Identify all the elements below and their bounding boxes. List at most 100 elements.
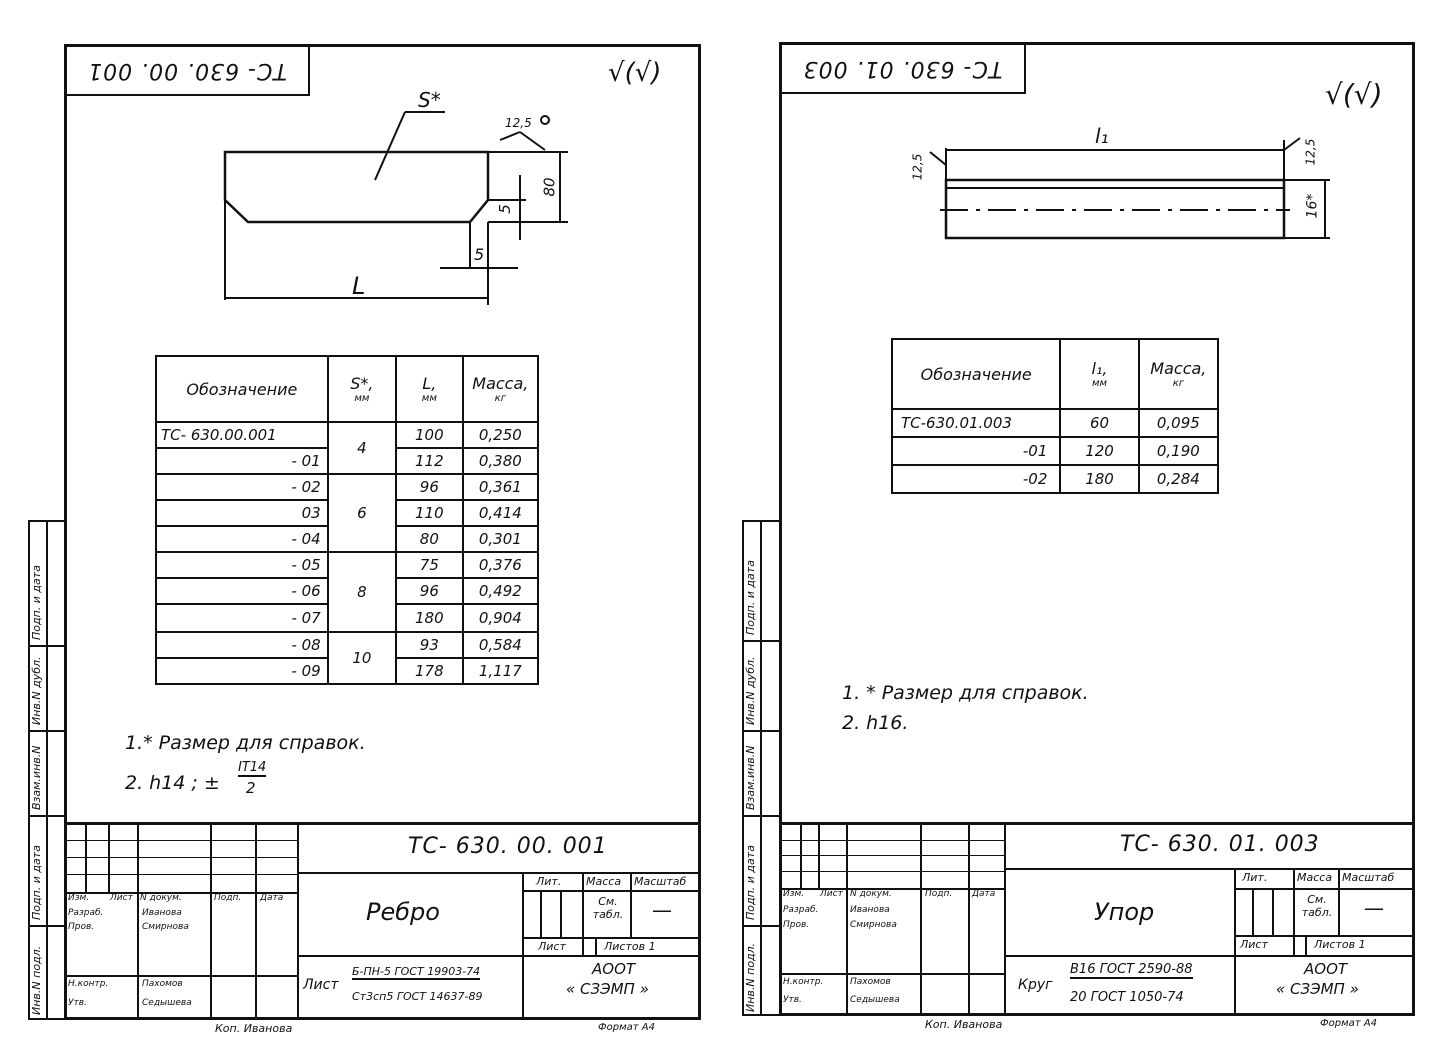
left-role-podp: Подп. [214, 893, 242, 903]
left-note-2-num: IT14 [238, 760, 267, 777]
left-name-nkontr: Пахомов [142, 979, 183, 989]
left-sm-tabl: См. табл. [592, 895, 624, 921]
right-sm-tabl: См. табл. [1301, 893, 1333, 919]
right-note-2: 2. h16. [842, 712, 909, 734]
left-copied: Коп. Иванова [215, 1022, 293, 1035]
left-role-razrab: Разраб. [68, 908, 104, 918]
left-listov-label: Листов 1 [604, 940, 656, 953]
header-designation: Обозначение [890, 338, 1062, 410]
right-listov-label: Листов 1 [1314, 938, 1366, 951]
right-part-name: Упор [1094, 898, 1155, 926]
right-dim-roughness-1: 12,5 [910, 153, 925, 181]
right-material-prefix: Круг [1018, 977, 1053, 993]
left-material-top: Б-ПН-5 ГОСТ 19903-74 [352, 965, 481, 980]
left-org-1: АООТ [592, 960, 636, 978]
right-name-prov: Смирнова [850, 920, 897, 930]
header-l: L,мм [395, 355, 464, 423]
right-dim-l1: l₁ [1095, 124, 1109, 148]
right-role-list: Лист [820, 889, 843, 899]
left-name-prov: Смирнова [142, 922, 189, 932]
right-name-utv: Седышева [850, 995, 900, 1005]
left-scale-dash: — [652, 898, 672, 922]
right-spec-table: Обозначение l₁,мм Масса,кг ТС-630.01.003… [890, 338, 1220, 494]
left-role-list: Лист [110, 893, 133, 903]
left-note-2-den: 2 [246, 779, 256, 797]
right-name-razrab: Иванова [850, 905, 890, 915]
right-role-utv: Утв. [783, 995, 802, 1005]
left-list-label: Лист [538, 940, 566, 953]
header-l1: l₁,мм [1059, 338, 1140, 410]
right-role-izm: Изм. [783, 889, 805, 899]
left-title-block [64, 822, 701, 1023]
right-role-podp: Подп. [925, 889, 953, 899]
header-mass: Масса,кг [1137, 338, 1220, 410]
right-corner-stamp: ТС- 630. 01. 003 [779, 42, 1026, 94]
right-role-ndok: N докум. [850, 889, 892, 899]
left-note-1: 1.* Размер для справок. [125, 732, 366, 754]
right-org-1: АООТ [1304, 960, 1348, 978]
left-role-izm: Изм. [68, 893, 90, 903]
right-scale-dash: — [1364, 896, 1384, 920]
left-dim-s: S* [418, 88, 441, 112]
right-sheet [779, 42, 1415, 1016]
left-role-nkontr: Н.контр. [68, 979, 109, 989]
right-role-nkontr: Н.контр. [783, 977, 824, 987]
right-lit-label: Лит. [1242, 871, 1268, 884]
right-name-nkontr: Пахомов [850, 977, 891, 987]
right-roughness-symbol: √(√) [1325, 78, 1383, 111]
left-dim-L: L [352, 272, 366, 300]
left-material-prefix: Лист [303, 977, 339, 993]
right-role-prov: Пров. [783, 920, 810, 930]
right-list-label: Лист [1240, 938, 1268, 951]
left-role-utv: Утв. [68, 998, 87, 1008]
right-role-data: Дата [972, 889, 996, 899]
left-corner-stamp: ТС- 630. 00. 001 [64, 44, 310, 96]
right-scale-label: Масштаб [1342, 871, 1395, 884]
left-spec-table: Обозначение S*,мм L,мм Масса,кг ТС- 630.… [155, 355, 540, 685]
left-role-prov: Пров. [68, 922, 95, 932]
left-scale-label: Масштаб [634, 875, 687, 888]
right-dim-diameter: 16* [1304, 193, 1321, 219]
left-designation: ТС- 630. 00. 001 [408, 834, 608, 859]
header-designation: Обозначение [155, 355, 329, 423]
right-copied: Коп. Иванова [925, 1018, 1003, 1031]
left-note-2: 2. h14 ; ± [125, 772, 220, 794]
header-s: S*,мм [326, 355, 398, 423]
right-dim-roughness-2: 12,5 [1303, 138, 1318, 166]
right-org-2: « СЗЭМП » [1276, 980, 1359, 998]
left-format: Формат А4 [598, 1022, 655, 1033]
right-format: Формат А4 [1320, 1018, 1377, 1029]
left-name-utv: Седышева [142, 998, 192, 1008]
right-mass-label: Масса [1297, 871, 1333, 884]
left-dim-roughness: 12,5 [505, 116, 532, 130]
right-title-block [779, 822, 1415, 1019]
left-mass-label: Масса [586, 875, 622, 888]
left-material-bottom: Ст3сп5 ГОСТ 14637-89 [352, 990, 483, 1003]
left-role-data: Дата [260, 893, 284, 903]
left-role-ndok: N докум. [140, 893, 182, 903]
right-role-razrab: Разраб. [783, 905, 819, 915]
left-dim-5-horiz: 5 [474, 245, 485, 264]
left-lit-label: Лит. [536, 875, 562, 888]
left-sheet [64, 44, 701, 1020]
right-designation: ТС- 630. 01. 003 [1120, 832, 1320, 857]
left-name-razrab: Иванова [142, 908, 182, 918]
left-roughness-symbol: √(√) [608, 58, 662, 88]
right-material-bottom: 20 ГОСТ 1050-74 [1070, 990, 1184, 1005]
left-org-2: « СЗЭМП » [566, 980, 649, 998]
right-note-1: 1. * Размер для справок. [842, 682, 1089, 704]
left-part-name: Ребро [366, 898, 440, 926]
